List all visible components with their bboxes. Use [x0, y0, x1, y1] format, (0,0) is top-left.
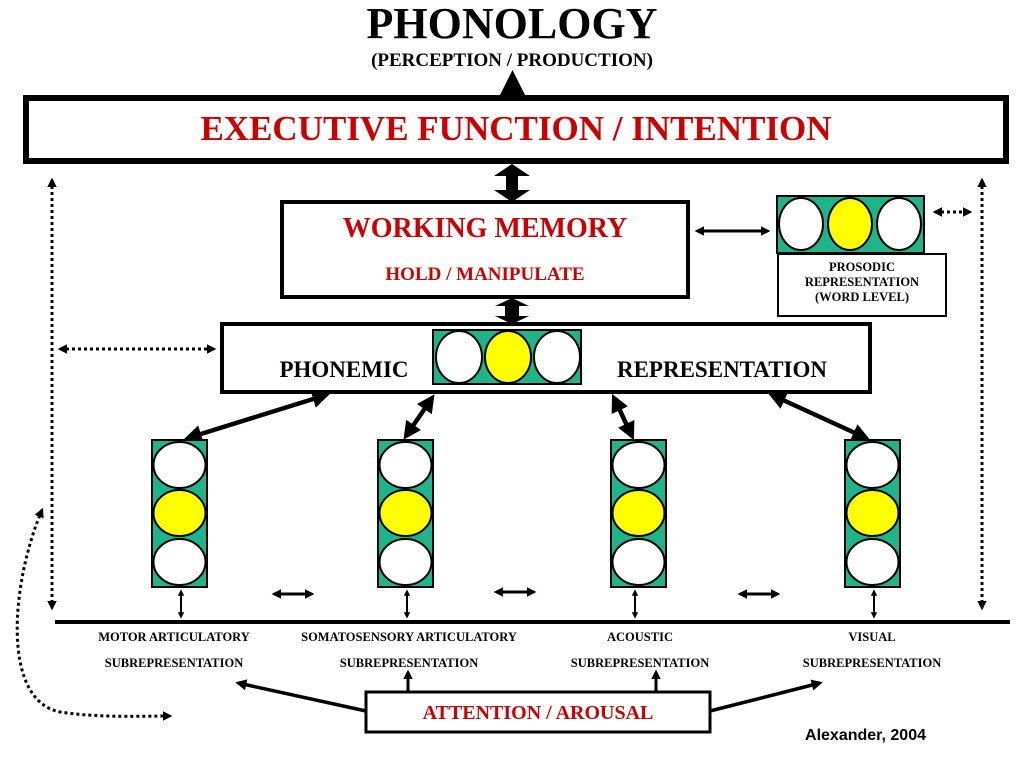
- top-arrow: [500, 70, 525, 95]
- subrep-visual-line1: VISUAL: [848, 630, 896, 644]
- page-title: PHONOLOGY: [366, 0, 658, 48]
- page-subtitle: (PERCEPTION / PRODUCTION): [371, 50, 653, 71]
- somatosensory-light: [377, 439, 434, 588]
- phonemic-sub-arrows: [183, 390, 871, 443]
- working-memory-title: WORKING MEMORY: [342, 213, 628, 244]
- working-memory-subtitle: HOLD / MANIPULATE: [385, 264, 585, 285]
- phonemic-label-left: PHONEMIC: [279, 357, 409, 382]
- subrep-somatosensory-line1: SOMATOSENSORY ARTICULATORY: [301, 630, 517, 644]
- executive-box: [23, 95, 1009, 164]
- credit-label: Alexander, 2004: [805, 727, 926, 744]
- attention-box: [364, 690, 712, 734]
- phonemic-light: [432, 329, 582, 385]
- exec-wm-arrow: [494, 164, 530, 202]
- attention-label: ATTENTION / AROUSAL: [422, 702, 654, 724]
- acoustic-light: [610, 439, 667, 588]
- subrep-acoustic-line1: ACOUSTIC: [607, 630, 673, 644]
- curved-dotted-arrow: [15, 507, 173, 721]
- subrep-somatosensory-line2: SUBREPRESENTATION: [339, 656, 479, 670]
- motor-light: [151, 439, 208, 588]
- attention-arrows: [235, 669, 823, 713]
- executive-label: EXECUTIVE FUNCTION / INTENTION: [200, 109, 832, 148]
- phonemic-label-right: REPRESENTATION: [616, 357, 828, 382]
- prosodic-label: PROSODIC REPRESENTATION (WORD LEVEL): [780, 260, 944, 305]
- subrep-acoustic-line2: SUBREPRESENTATION: [570, 656, 710, 670]
- prosodic-line2: REPRESENTATION: [804, 275, 920, 289]
- visual-light: [844, 439, 901, 588]
- working-memory-box: [280, 200, 690, 299]
- prosodic-box: [777, 253, 947, 317]
- prosodic-line1: PROSODIC: [829, 260, 895, 274]
- subrep-motor-line1: MOTOR ARTICULATORY: [98, 630, 250, 644]
- subrep-visual-line2: SUBREPRESENTATION: [802, 656, 942, 670]
- prosodic-light: [776, 195, 925, 254]
- prosodic-line3: (WORD LEVEL): [814, 290, 910, 304]
- wm-phonemic-arrow: [495, 298, 529, 324]
- between-light-arrows: [271, 587, 781, 599]
- light-baseline-arrows: [177, 589, 878, 619]
- subrep-motor-line2: SUBREPRESENTATION: [104, 656, 244, 670]
